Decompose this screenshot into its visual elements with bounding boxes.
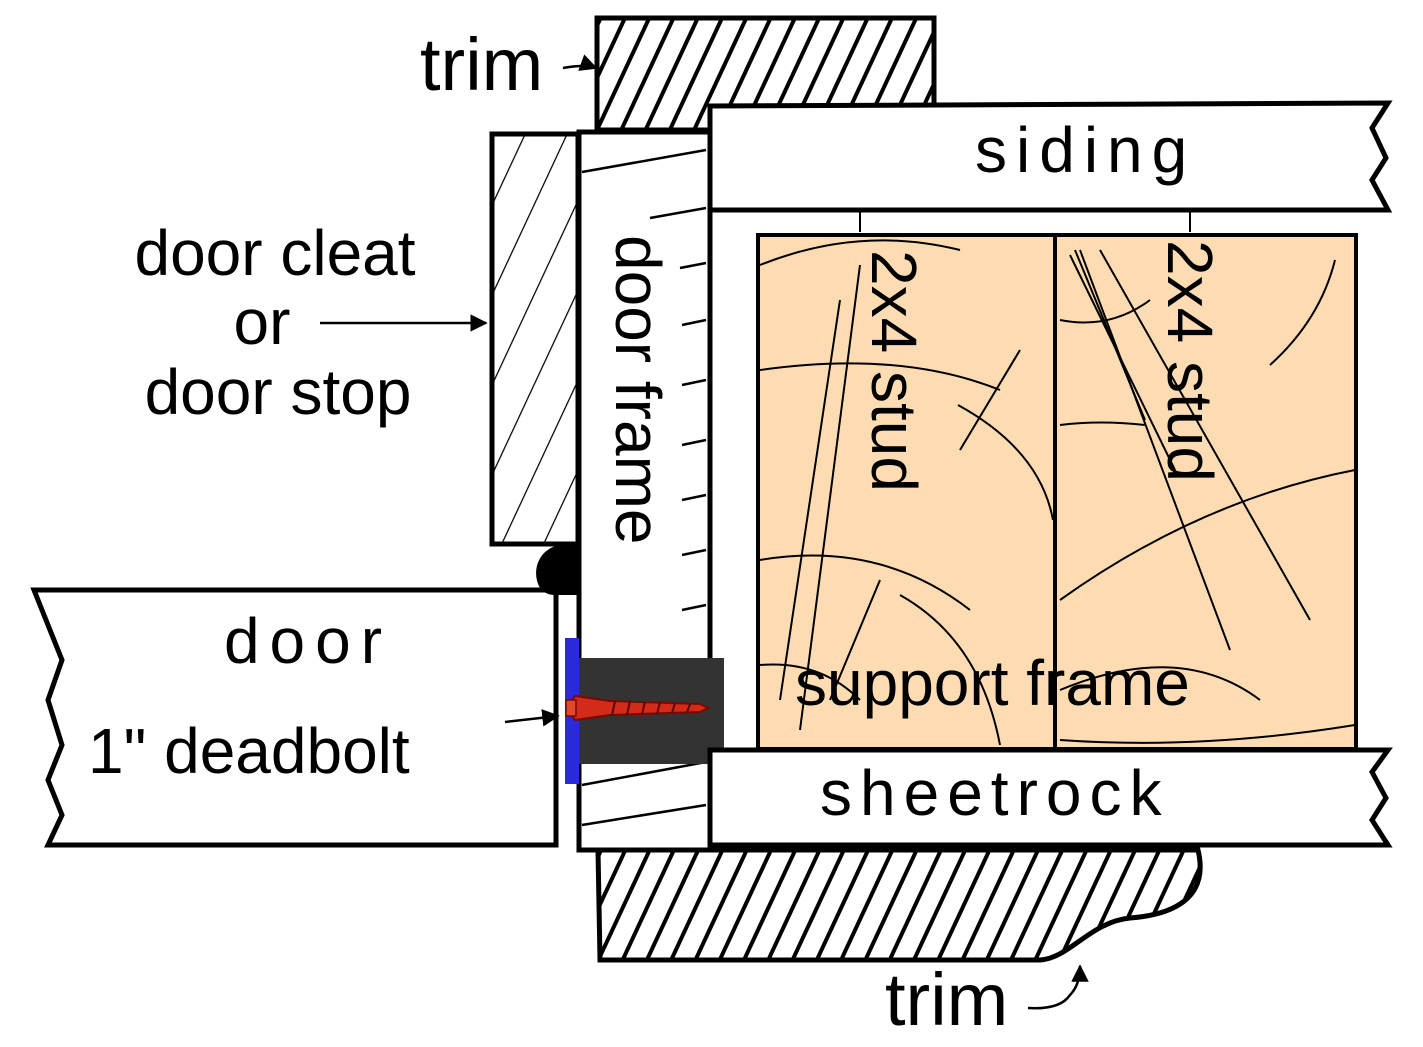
screw-icon [565, 694, 711, 722]
trim-bottom-board [595, 847, 1203, 963]
siding-nail-ticks [859, 210, 1191, 232]
door-frame-grain [581, 148, 707, 827]
label-trim-bottom: trim [885, 958, 1008, 1041]
label-deadbolt: 1" deadbolt [88, 715, 410, 787]
label-door-cleat-line1: door cleat [134, 217, 415, 289]
label-sheetrock: sheetrock [820, 757, 1169, 829]
leader-arrows [320, 54, 1089, 1010]
trim-top-arrow [562, 54, 598, 71]
label-trim-top: trim [420, 23, 543, 106]
label-support-frame: support frame [795, 647, 1190, 719]
label-stud-right: 2x4 stud [1154, 240, 1226, 482]
door-cleat-board [489, 131, 581, 547]
door-slab [30, 587, 559, 848]
trim-bottom-arrow [1027, 964, 1089, 1010]
stud-left [756, 233, 1057, 751]
siding-board [707, 100, 1393, 213]
label-door: door [224, 605, 392, 677]
label-door-cleat-line3: door stop [145, 356, 412, 428]
label-stud-left: 2x4 stud [858, 250, 930, 492]
weatherstrip-bulb-icon [536, 545, 578, 595]
deadbolt-arrow [504, 709, 560, 727]
label-door-cleat-line2: or [234, 286, 291, 358]
stud-wood-grain [759, 239, 1356, 746]
label-door-frame: door frame [602, 235, 674, 544]
sheetrock-board [707, 747, 1393, 848]
label-siding: siding [975, 114, 1196, 186]
